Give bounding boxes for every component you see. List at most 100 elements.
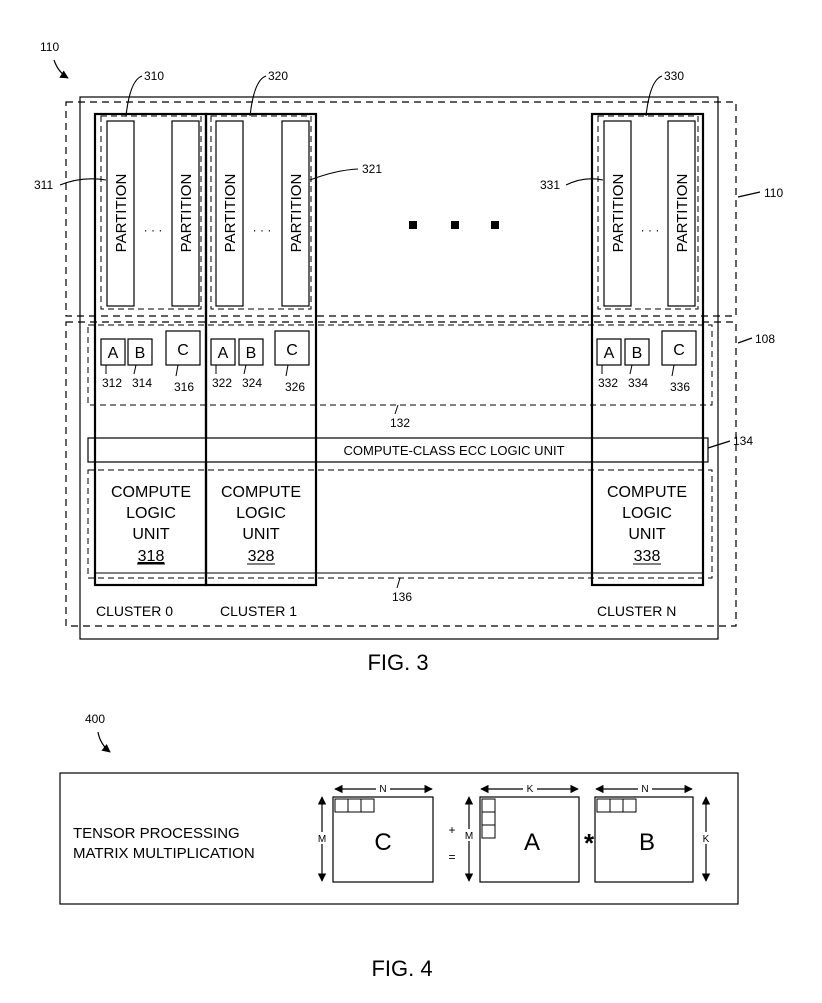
partition-box: [171, 120, 200, 307]
compute-logic-unit-1: COMPUTE LOGIC UNIT 328: [221, 484, 301, 565]
cell-b: [238, 338, 264, 366]
leader-110-right: [737, 191, 761, 198]
partition-ellipsis: · · ·: [641, 223, 660, 237]
partition-box: [667, 120, 696, 307]
chip-outline: [79, 96, 719, 640]
dim-label-k: K: [703, 834, 710, 845]
cell-c-label: C: [177, 342, 189, 359]
leader: [629, 364, 633, 375]
ref-c: 316: [174, 380, 194, 394]
cluster-1-column: [204, 112, 318, 587]
leader-108: [737, 337, 753, 344]
leader-132: [394, 404, 399, 415]
leader: [671, 364, 675, 377]
cell-a: [100, 338, 126, 366]
partition-label: PARTITION: [222, 174, 239, 253]
partition-label: PARTITION: [288, 174, 305, 253]
partition-label: PARTITION: [674, 174, 691, 253]
leader-321: [309, 168, 359, 181]
partition-ellipsis: · · ·: [253, 223, 272, 237]
leader-310: [125, 75, 143, 117]
compute-logic-unit-0: COMPUTE LOGIC UNIT 318: [111, 484, 191, 565]
compute-line: UNIT: [628, 526, 666, 543]
ref-110-arrow: [53, 59, 69, 79]
compute-line: COMPUTE: [111, 484, 191, 501]
cell-b-label: B: [632, 345, 643, 362]
ref-c: 336: [670, 380, 690, 394]
leader: [133, 364, 137, 375]
compute-unit-ref: 318: [138, 548, 165, 565]
op-multiply: *: [584, 828, 595, 858]
dim-label-bg: [316, 832, 328, 844]
cell-b: [624, 338, 650, 366]
cluster-ellipsis-dot: [409, 221, 417, 229]
compute-line: LOGIC: [236, 505, 286, 522]
partition-label: PARTITION: [178, 174, 195, 253]
partition-group-330: [597, 115, 699, 310]
cluster-ellipsis-dot: [491, 221, 499, 229]
ref-c: 326: [285, 380, 305, 394]
ref-400-arrow: [97, 731, 111, 753]
cell-a: [210, 338, 236, 366]
cell-c-label: C: [286, 342, 298, 359]
dim-label-bg: [463, 829, 475, 841]
leader-134: [707, 440, 731, 449]
dim-label-bg: [700, 832, 712, 844]
compute-line: UNIT: [132, 526, 170, 543]
dim-label-m: M: [318, 834, 326, 845]
cluster-1-name: CLUSTER 1: [220, 603, 297, 619]
ref-a: 332: [598, 376, 618, 390]
compute-logic-unit-n: COMPUTE LOGIC UNIT 338: [607, 484, 687, 565]
ecc-logic-unit-label: COMPUTE-CLASS ECC LOGIC UNIT: [343, 443, 564, 458]
compute-line: COMPUTE: [221, 484, 301, 501]
ref-b: 324: [242, 376, 262, 390]
cell-c: [165, 330, 201, 366]
ref-310: 310: [144, 69, 164, 83]
compute-line: LOGIC: [622, 505, 672, 522]
storage-row-132: [87, 324, 713, 406]
partition-box: [215, 120, 244, 307]
leader: [175, 364, 179, 377]
dim-label-bg: [638, 782, 652, 794]
cluster-0-cells: A B C 312 314 316: [100, 330, 201, 394]
matrix-b-cell: [622, 798, 637, 813]
cell-b: [127, 338, 153, 366]
ref-134: 134: [733, 434, 753, 448]
op-plus: +: [448, 823, 455, 837]
compute-line: COMPUTE: [607, 484, 687, 501]
cluster-n-column: [590, 112, 705, 587]
leader: [243, 364, 247, 375]
compute-line: UNIT: [242, 526, 280, 543]
cluster-ellipsis-dot: [451, 221, 459, 229]
ref-331: 331: [540, 178, 560, 192]
dim-label-m: M: [465, 831, 473, 842]
memory-region-110: [65, 101, 737, 317]
dim-label-k: K: [527, 784, 534, 795]
ref-110-right: 110: [764, 186, 783, 200]
cell-a: [596, 338, 622, 366]
ref-136: 136: [392, 590, 412, 604]
partition-box: [281, 120, 310, 307]
cell-c: [661, 330, 697, 366]
matrix-b: [594, 796, 694, 883]
fig3-caption: FIG. 3: [367, 650, 428, 675]
compute-line: LOGIC: [126, 505, 176, 522]
fig4-frame: [59, 772, 739, 905]
ref-132: 132: [390, 416, 410, 430]
leader-311: [59, 178, 107, 186]
partition-label: PARTITION: [113, 174, 130, 253]
leader-331: [565, 178, 604, 186]
partition-group-320: [210, 115, 312, 310]
matrix-a-label: A: [524, 829, 540, 856]
ref-a: 312: [102, 376, 122, 390]
ref-311: 311: [34, 178, 53, 192]
partition-box: [106, 120, 135, 307]
fig4-title-line-2: MATRIX MULTIPLICATION: [73, 845, 255, 862]
matrix-a: [479, 796, 580, 883]
leader-330: [645, 75, 663, 117]
leader-136: [396, 577, 401, 589]
dim-label-n: N: [379, 784, 386, 795]
ecc-logic-unit: [87, 437, 709, 463]
fig4: 400 TENSOR PROCESSING MATRIX MULTIPLICAT…: [59, 712, 739, 981]
matrix-c-cell: [360, 798, 375, 813]
